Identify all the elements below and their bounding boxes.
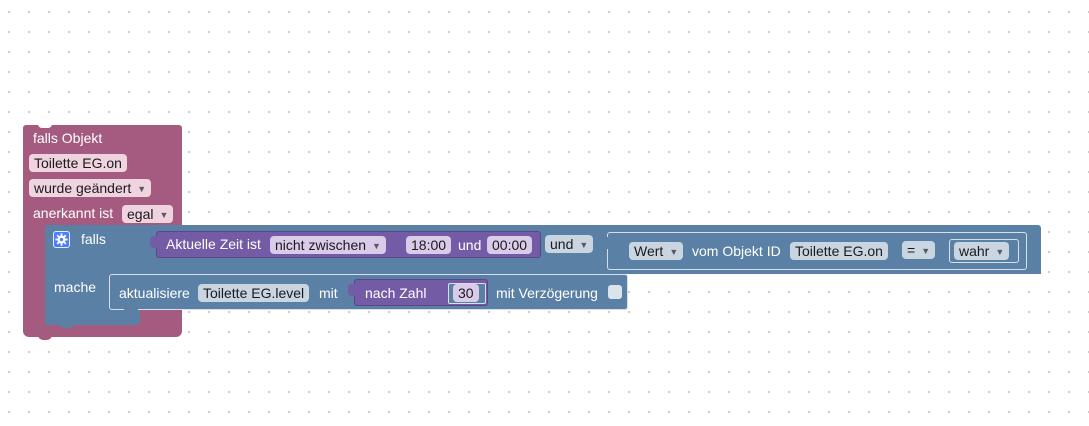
compare-operator-dropdown-value: = — [907, 242, 916, 258]
update-label: aktualisiere — [119, 285, 190, 301]
time-to-field[interactable]: 00:00 — [487, 236, 533, 254]
logic-operator-dropdown-value: und — [550, 236, 574, 252]
boolean-value-block[interactable] — [949, 239, 1019, 263]
compare-operator-dropdown[interactable]: =▼ — [902, 241, 936, 259]
time-from-field[interactable]: 18:00 — [406, 236, 452, 254]
update-block-bottom-tab — [124, 309, 138, 313]
update-with-label: mit — [319, 285, 338, 301]
if-falls-label: falls — [81, 231, 106, 247]
event-block-title: falls Objekt — [33, 130, 103, 146]
dropdown-arrow-icon: ▼ — [995, 247, 1005, 257]
dropdown-arrow-icon: ▼ — [159, 210, 169, 220]
if-block-bottom-tab — [60, 324, 74, 328]
update-delay-label: mit Verzögerung — [496, 285, 598, 301]
compare-object-id-field[interactable]: Toilette EG.on — [790, 242, 888, 260]
compare-value-dropdown[interactable]: wahr ▼ — [954, 242, 1010, 260]
dropdown-arrow-icon: ▼ — [372, 241, 381, 251]
compare-object-label: vom Objekt ID — [692, 243, 781, 259]
if-mache-label: mache — [54, 279, 97, 295]
event-block-bottom-tab — [38, 335, 52, 340]
number-block-label: nach Zahl — [365, 285, 427, 301]
update-object-id-value: Toilette EG.level — [203, 285, 305, 301]
dropdown-arrow-icon: ▼ — [921, 246, 931, 256]
compare-object-id-value: Toilette EG.on — [795, 243, 883, 259]
event-object-id-value: Toilette EG.on — [34, 155, 122, 171]
dropdown-arrow-icon: ▼ — [669, 247, 679, 257]
update-object-id-field[interactable]: Toilette EG.level — [198, 284, 310, 302]
number-value-field[interactable]: 30 — [453, 284, 479, 302]
event-ack-dropdown-value: egal — [127, 206, 154, 222]
dropdown-arrow-icon: ▼ — [579, 240, 589, 250]
event-ack-label: anerkannt ist — [33, 205, 114, 221]
time-mode-dropdown-value: nicht zwischen — [275, 237, 367, 253]
if-block-bottom-bar — [45, 308, 140, 325]
delay-checkbox[interactable] — [608, 285, 622, 299]
event-change-dropdown[interactable]: wurde geändert ▼ — [29, 179, 152, 197]
event-block-top-notch — [38, 124, 52, 128]
event-object-id-field[interactable]: Toilette EG.on — [29, 154, 127, 172]
logic-operator-dropdown[interactable]: und ▼ — [545, 235, 594, 253]
compare-property-dropdown-value: Wert — [634, 243, 664, 259]
event-change-dropdown-value: wurde geändert — [34, 180, 132, 196]
time-mode-dropdown[interactable]: nicht zwischen ▼ — [270, 236, 386, 254]
dropdown-arrow-icon: ▼ — [137, 184, 147, 194]
number-value: 30 — [458, 285, 474, 301]
time-from-value: 18:00 — [411, 237, 447, 253]
compare-value-dropdown-value: wahr — [959, 243, 990, 259]
number-block-left-tab — [348, 284, 356, 296]
event-ack-dropdown[interactable]: egal ▼ — [122, 205, 174, 223]
time-and-label: und — [458, 237, 482, 253]
time-to-value: 00:00 — [492, 237, 528, 253]
gear-icon[interactable] — [53, 231, 70, 248]
time-block-left-tab — [150, 236, 158, 248]
time-condition-label: Aktuelle Zeit ist — [166, 236, 261, 252]
compare-property-dropdown[interactable]: Wert ▼ — [629, 242, 684, 260]
compare-block-left-tab — [601, 237, 609, 249]
